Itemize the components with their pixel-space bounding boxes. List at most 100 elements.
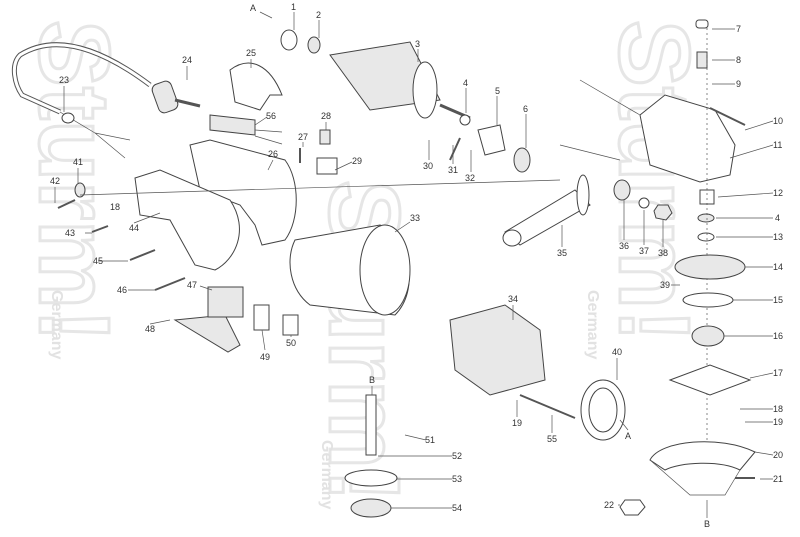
label-23: 23 <box>59 75 69 85</box>
label-40: 40 <box>612 347 622 357</box>
label-24: 24 <box>182 55 192 65</box>
label-26: 26 <box>268 149 278 159</box>
plug <box>151 80 201 114</box>
washer-37 <box>638 197 650 209</box>
side-handle <box>502 174 591 247</box>
stator-housing <box>289 224 411 316</box>
label-B-mid: B <box>369 375 375 385</box>
label-6: 6 <box>523 104 528 114</box>
label-17: 17 <box>773 368 783 378</box>
bearing-rear <box>513 147 531 173</box>
bearing-16 <box>691 325 725 347</box>
leader-lines <box>54 11 774 518</box>
label-51: 51 <box>425 435 435 445</box>
stator <box>449 304 546 396</box>
long-screw-55 <box>519 394 576 419</box>
bearing-plate <box>477 124 506 156</box>
bearing-front <box>307 36 321 54</box>
label-36: 36 <box>619 241 629 251</box>
label-7: 7 <box>736 24 741 34</box>
label-16: 16 <box>773 331 783 341</box>
power-cord <box>11 42 152 159</box>
label-45: 45 <box>93 256 103 266</box>
label-34: 34 <box>508 294 518 304</box>
brush-holder <box>299 129 338 175</box>
label-B-bottom: B <box>704 519 710 529</box>
label-18-right: 18 <box>773 404 783 414</box>
watermark-country-center: Germany <box>318 440 335 509</box>
label-19-left: 19 <box>512 418 522 428</box>
label-1: 1 <box>291 2 296 12</box>
label-35: 35 <box>557 248 567 258</box>
spindle-lock-stack <box>695 19 715 440</box>
label-30: 30 <box>423 161 433 171</box>
bevel-gear-small <box>613 179 631 201</box>
label-22: 22 <box>604 500 614 510</box>
label-42: 42 <box>50 176 60 186</box>
cover-plate <box>229 62 283 111</box>
capacitor-49 <box>253 304 270 331</box>
label-3: 3 <box>415 39 420 49</box>
spacer-plate <box>682 292 734 308</box>
watermark-text-right: Sturm! <box>598 20 710 342</box>
label-15: 15 <box>773 295 783 305</box>
label-46: 46 <box>117 285 127 295</box>
label-32: 32 <box>465 173 475 183</box>
output-spindle <box>344 394 398 518</box>
bearing-cover-plate <box>668 364 752 396</box>
label-2: 2 <box>316 10 321 20</box>
label-33: 33 <box>410 213 420 223</box>
label-20: 20 <box>773 450 783 460</box>
label-38: 38 <box>658 248 668 258</box>
switch-module <box>209 114 283 145</box>
label-50 <box>282 314 299 336</box>
cord-clamp <box>74 182 86 198</box>
label-12: 12 <box>773 188 783 198</box>
label-18-left: 18 <box>110 202 120 212</box>
watermark-country-left: Germany <box>48 290 65 359</box>
label-47: 47 <box>187 280 197 290</box>
label-25: 25 <box>246 48 256 58</box>
wheel-guard <box>649 441 756 496</box>
watermark: Sturm! Sturm! Sturm! Germany Germany Ger… <box>17 19 712 510</box>
label-27: 27 <box>298 132 308 142</box>
handle-cover <box>173 314 241 353</box>
motor-housing-half-lower <box>134 169 240 271</box>
nut-22 <box>619 499 646 516</box>
label-43: 43 <box>65 228 75 238</box>
label-13: 13 <box>773 232 783 242</box>
label-28: 28 <box>321 111 331 121</box>
label-48: 48 <box>145 324 155 334</box>
label-10: 10 <box>773 116 783 126</box>
part-labels: A 1 2 3 4 5 6 30 31 32 7 8 9 10 11 12 4 … <box>50 2 783 529</box>
label-A-mid: A <box>625 431 631 441</box>
gear-housing <box>559 79 736 183</box>
label-37: 37 <box>639 246 649 256</box>
watermark-text-left: Sturm! <box>18 20 130 342</box>
watermark-country-right: Germany <box>584 290 601 359</box>
label-31: 31 <box>448 165 458 175</box>
label-11: 11 <box>773 140 782 150</box>
bevel-gear-large <box>674 254 746 280</box>
armature <box>329 41 471 120</box>
label-55: 55 <box>547 434 557 444</box>
label-41: 41 <box>73 157 83 167</box>
label-8: 8 <box>736 55 741 65</box>
label-4: 4 <box>463 78 468 88</box>
label-5: 5 <box>495 86 500 96</box>
label-44: 44 <box>129 223 139 233</box>
label-29: 29 <box>352 156 362 166</box>
label-9: 9 <box>736 79 741 89</box>
label-14: 14 <box>773 262 783 272</box>
label-54: 54 <box>452 503 462 513</box>
nut-38 <box>653 204 673 221</box>
label-49: 49 <box>260 352 270 362</box>
label-19-right: 19 <box>773 417 783 427</box>
label-4-right: 4 <box>775 213 780 223</box>
label-53: 53 <box>452 474 462 484</box>
label-56: 56 <box>266 111 276 121</box>
label-52: 52 <box>452 451 462 461</box>
rubber-ring <box>280 29 298 51</box>
